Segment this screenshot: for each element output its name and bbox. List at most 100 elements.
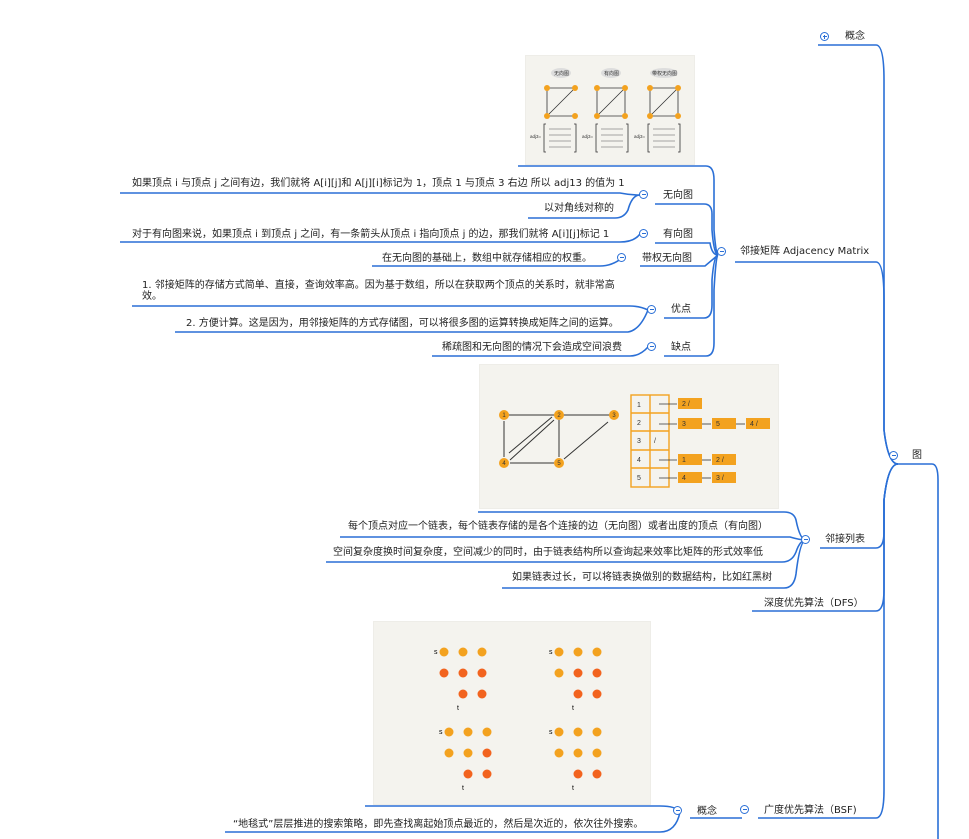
- bfs-concept-note[interactable]: “地毯式”层层推进的搜索策略，即先查找离起始顶点最近的，然后是次近的，依次往外搜…: [233, 819, 644, 830]
- bfs-grid-node: [477, 647, 487, 657]
- list-row-2-cell-3: 4 /: [750, 421, 758, 428]
- list-row-2-cell-1: 3: [682, 421, 686, 428]
- matrix-image-title-weighted: 带权无向图: [652, 70, 677, 77]
- list-row-4-head: 4: [637, 457, 641, 464]
- bfs-grid-node: [592, 647, 602, 657]
- undirected-note-1[interactable]: 如果顶点 i 与顶点 j 之间有边，我们就将 A[i][j]和 A[j][i]标…: [132, 178, 625, 189]
- bfs-grid-node: [554, 748, 564, 758]
- bfs-grid-node: [458, 647, 468, 657]
- bfs-grid-node: [477, 668, 487, 678]
- list-row-4-cell-1: 1: [682, 457, 686, 464]
- bfs-grid-node: [554, 727, 564, 737]
- adjacency-matrix-node-label[interactable]: 邻接矩阵 Adjacency Matrix: [740, 246, 870, 257]
- dfs-node-label[interactable]: 深度优先算法（DFS）: [764, 598, 864, 609]
- bfs-grid-node: [573, 647, 583, 657]
- adjacency-matrix-image: 无向图 有向图 带权无向图 adj3= adj3= adj3=: [525, 55, 695, 165]
- matrix-image-title-directed: 有向图: [604, 70, 619, 77]
- cons-collapse-toggle[interactable]: [647, 342, 656, 351]
- root-node-label[interactable]: 图: [912, 450, 922, 461]
- bfs-end-label: t: [462, 785, 464, 792]
- pros-note-2[interactable]: 2. 方便计算。这是因为，用邻接矩阵的方式存储图，可以将很多图的运算转换成矩阵之…: [186, 318, 619, 329]
- bfs-grid-node: [482, 727, 492, 737]
- list-row-3-head: 3: [637, 438, 641, 445]
- bfs-node-label[interactable]: 广度优先算法（BSF): [764, 805, 857, 816]
- bfs-grid-node: [444, 727, 454, 737]
- adjacency-list-note-2[interactable]: 空间复杂度换时间复杂度，空间减少的同时，由于链表结构所以查询起来效率比矩阵的形式…: [333, 547, 763, 558]
- list-row-1-head: 1: [637, 402, 641, 409]
- undirected-node-label[interactable]: 无向图: [663, 190, 693, 201]
- bfs-collapse-toggle[interactable]: [740, 805, 749, 814]
- cons-note[interactable]: 稀疏图和无向图的情况下会造成空间浪费: [442, 342, 622, 353]
- concept-node-label[interactable]: 概念: [845, 31, 865, 42]
- bfs-grid-node: [482, 748, 492, 758]
- bfs-start-label: s: [439, 729, 443, 736]
- list-row-5-head: 5: [637, 475, 641, 482]
- bfs-grid-node: [439, 647, 449, 657]
- bfs-grid-node: [444, 748, 454, 758]
- list-graph-node-1: 1: [502, 413, 506, 419]
- list-row-1-cell-1: 2 /: [682, 401, 690, 408]
- list-graph-node-4: 4: [502, 461, 506, 467]
- directed-collapse-toggle[interactable]: [639, 229, 648, 238]
- list-row-2-cell-2: 5: [716, 421, 720, 428]
- bfs-grid-node: [592, 748, 602, 758]
- bfs-grid-node: [458, 689, 468, 699]
- adjacency-list-note-3[interactable]: 如果链表过长，可以将链表换做别的数据结构，比如红黑树: [512, 572, 772, 583]
- list-row-2-head: 2: [637, 420, 641, 427]
- list-row-4-cell-2: 2 /: [716, 457, 724, 464]
- bfs-grid-node: [554, 647, 564, 657]
- matrix-image-title-undirected: 无向图: [554, 70, 569, 77]
- matrix-image-label-3: adj3=: [634, 134, 646, 139]
- concept-expand-toggle[interactable]: [820, 32, 829, 41]
- bfs-grid-node: [573, 727, 583, 737]
- bfs-grid-node: [482, 769, 492, 779]
- bfs-grid-node: [458, 668, 468, 678]
- weighted-collapse-toggle[interactable]: [617, 253, 626, 262]
- list-graph-node-2: 2: [557, 413, 561, 419]
- weighted-note[interactable]: 在无向图的基础上，数组中就存储相应的权重。: [382, 253, 592, 264]
- bfs-grid-node: [439, 668, 449, 678]
- adjacency-list-note-1[interactable]: 每个顶点对应一个链表，每个链表存储的是各个连接的边（无向图）或者出度的顶点（有向…: [348, 521, 768, 532]
- bfs-start-label: s: [549, 729, 553, 736]
- root-collapse-toggle[interactable]: [889, 451, 898, 460]
- list-row-3-cell-1: /: [654, 438, 656, 445]
- bfs-grid-node: [463, 748, 473, 758]
- weighted-node-label[interactable]: 带权无向图: [642, 253, 692, 264]
- bfs-grid-node: [592, 689, 602, 699]
- directed-note[interactable]: 对于有向图来说，如果顶点 i 到顶点 j 之间，有一条箭头从顶点 i 指向顶点 …: [132, 229, 610, 240]
- pros-collapse-toggle[interactable]: [647, 305, 656, 314]
- list-graph-node-3: 3: [612, 413, 616, 419]
- bfs-end-label: t: [572, 785, 574, 792]
- adjacency-list-collapse-toggle[interactable]: [801, 535, 810, 544]
- bfs-grid-node: [463, 769, 473, 779]
- pros-note-1[interactable]: 1. 邻接矩阵的存储方式简单、直接，查询效率高。因为基于数组，所以在获取两个顶点…: [142, 280, 615, 302]
- bfs-grid-node: [573, 668, 583, 678]
- bfs-concept-label[interactable]: 概念: [697, 806, 717, 817]
- directed-node-label[interactable]: 有向图: [663, 229, 693, 240]
- list-graph-node-5: 5: [557, 461, 561, 467]
- bfs-grid-node: [554, 668, 564, 678]
- undirected-collapse-toggle[interactable]: [639, 190, 648, 199]
- bfs-start-label: s: [434, 649, 438, 656]
- adjacency-matrix-collapse-toggle[interactable]: [717, 247, 726, 256]
- bfs-grid-node: [477, 689, 487, 699]
- list-row-5-cell-1: 4: [682, 475, 686, 482]
- matrix-image-label-2: adj3=: [582, 134, 594, 139]
- cons-node-label[interactable]: 缺点: [671, 342, 691, 353]
- bfs-grid-node: [592, 769, 602, 779]
- bfs-concept-collapse-toggle[interactable]: [673, 806, 682, 815]
- matrix-image-label-1: adj3=: [530, 134, 542, 139]
- bfs-grid-node: [573, 748, 583, 758]
- bfs-grid-node: [463, 727, 473, 737]
- bfs-start-label: s: [549, 649, 553, 656]
- bfs-end-label: t: [572, 705, 574, 712]
- bfs-grid-node: [573, 689, 583, 699]
- pros-node-label[interactable]: 优点: [671, 304, 691, 315]
- bfs-image: s t s t s t s t: [373, 621, 651, 805]
- bfs-grid-node: [573, 769, 583, 779]
- list-row-5-cell-2: 3 /: [716, 475, 724, 482]
- adjacency-list-node-label[interactable]: 邻接列表: [825, 534, 865, 545]
- bfs-end-label: t: [457, 705, 459, 712]
- undirected-note-2[interactable]: 以对角线对称的: [544, 203, 614, 214]
